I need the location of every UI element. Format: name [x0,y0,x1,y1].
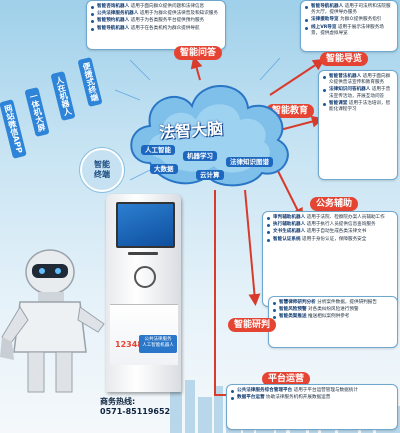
kiosk-reader-icon [134,266,156,288]
research-item-title: 智能类案推送 [279,314,307,320]
ops-item-title: 数据平台运营 [237,395,265,401]
label-qa: 智能问答 [174,46,223,60]
hotline: 商务热线: 0571-85119652 [100,397,170,417]
edu-item-text: 适用于普法宣传活动，开展互动问答 [329,87,391,99]
smart-terminal-badge: 智能 终端 [80,148,124,192]
guide-item-text: 适用于司法所和法院服务大厅，提供导办服务 [311,4,391,16]
assist-item-text: 适用于身份认证，保障服务安全 [302,236,367,242]
brain-title: 法智大脑 [158,118,224,143]
ops-item-title: 公共法律服务综合管理平台 [237,388,293,393]
kiosk-screen [116,202,175,248]
tag-knowledge-graph: 法律知识图谱 [226,157,273,167]
hotline-label: 商务热线: [100,397,136,406]
terminal-label-line1: 智能 [94,160,110,169]
ops-item-text: 适用于平台运营管理与数据统计 [293,388,358,393]
qa-item-title: 智能预约机器人 [97,18,130,24]
robot-illustration [0,249,105,393]
terminal-label-line2: 终端 [94,170,110,179]
kiosk-badge: 公共法律服务 人工智能机器人 [139,335,177,353]
label-ops: 平台运营 [262,372,311,386]
edu-item-title: 智能普法机器人 [329,74,362,79]
research-item-text: 分析案件数据，提供研判报告 [317,300,377,305]
assist-item-text: 适用于执行人员提供信息查询服务 [306,222,376,228]
qa-item-title: 智能咨询机器人 [97,4,130,9]
tag-cloud: 云计算 [196,170,224,180]
research-item-title: 智慧律师研判分析 [279,300,316,305]
guide-item-text: 为群众提供服务指引 [340,17,382,23]
qa-item-text: 适用于为各类服务平台提供预约服务 [130,18,205,24]
assist-card: 审判辅助机器人 适用于法院、检察院办案人员辅助工作 执行辅助机器人 适用于执行人… [262,211,398,307]
edu-item-title: 法律知识问答机器人 [329,87,371,93]
qa-item-title: 智能导航机器人 [97,25,130,31]
edu-item-text: 适用于面向群众提供普法宣传和教育服务 [329,74,391,86]
label-guide: 智能导览 [320,52,369,66]
kiosk-badge-line1: 公共法律服务 [144,337,172,342]
kiosk-badge-line2: 人工智能机器人 [142,343,174,348]
service-kiosk: 12348 公共法律服务 人工智能机器人 [106,194,181,392]
research-item-text: 对各类纠纷风险进行预警 [308,307,359,313]
tag-bigdata: 大数据 [150,164,178,174]
qa-item-title: 公共法律服务机器人 [97,11,139,17]
qa-item-text: 适用于面向群众提供问题和法律信息 [130,4,205,9]
assist-item-title: 智能认证系统 [273,236,301,242]
tag-ml: 机器学习 [183,151,217,161]
guide-item-title: 法律援助导览 [311,17,339,23]
label-assist: 公务辅助 [310,197,359,211]
guide-item-text: 适用于展示法律服务场景，提供虚拟导览 [311,24,384,36]
qa-card: 智能咨询机器人 适用于面向群众提供问题和法律信息 公共法律服务机器人 适用于为群… [86,0,226,50]
assist-item-text: 适用于自动生成各类法律文书 [306,229,367,235]
ops-item-text: 协助法律服务机构开展数据运营 [266,395,331,401]
kiosk-card-slot [128,252,158,255]
qa-item-text: 适用于为群众提供法律普及和知识服务 [139,11,218,17]
research-item-text: 推送相似案例供参考 [308,314,350,320]
edu-card: 智能普法机器人 适用于面向群众提供普法宣传和教育服务 法律知识问答机器人 适用于… [318,70,398,180]
edu-item-text: 适用于法治培训，智能化课程学习 [329,100,391,113]
kiosk-number: 12348 [115,340,143,349]
research-card: 智慧律师研判分析 分析案件数据，提供研判报告 智能风险预警 对各类纠纷风险进行预… [268,296,398,348]
assist-item-title: 执行辅助机器人 [273,222,306,228]
kiosk-panel [110,304,178,365]
assist-item-title: 文书生成机器人 [273,229,306,235]
label-research: 智能研判 [228,318,277,332]
tag-ai: 人工智能 [141,145,175,155]
guide-item-title: 智能导航机器人 [311,4,344,9]
ops-card: 公共法律服务综合管理平台 适用于平台运营管理与数据统计 数据平台运营 协助法律服… [226,384,398,430]
guide-card: 智能导航机器人 适用于司法所和法院服务大厅，提供导办服务 法律援助导览 为群众提… [300,0,398,52]
assist-item-text: 适用于法院、检察院办案人员辅助工作 [306,215,385,220]
research-item-title: 智能风险预警 [279,307,307,313]
guide-item-title: 线上VR导览 [311,24,337,30]
assist-item-title: 审判辅助机器人 [273,215,306,220]
hotline-phone: 0571-85119652 [100,407,171,416]
edu-item-title: 智能课堂 [329,100,348,106]
qa-item-text: 适用于在各类机构为群众提供导航 [130,25,200,31]
